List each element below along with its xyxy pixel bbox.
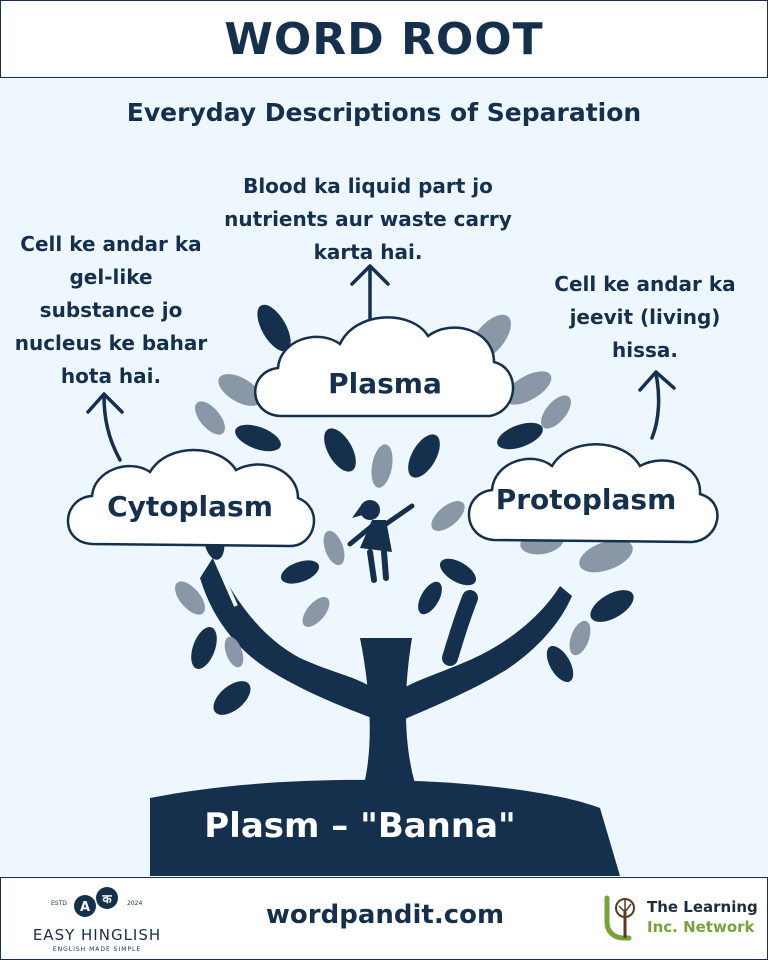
cloud-cytoplasm-label: Cytoplasm — [107, 490, 273, 523]
leaf — [257, 304, 291, 352]
leaf — [213, 681, 251, 715]
leaf — [302, 597, 330, 627]
page-title: WORD ROOT — [224, 13, 544, 65]
leaf — [195, 401, 225, 435]
leaf — [218, 374, 262, 406]
tree-logo-icon — [604, 895, 635, 941]
leaf — [235, 424, 281, 452]
description-protoplasm: Cell ke andar ka jeevit (living) hissa. — [540, 268, 750, 367]
arrows — [86, 264, 676, 462]
arrow-cytoplasm — [86, 392, 124, 462]
cloud-plasma — [254, 316, 515, 418]
learning-inc-logo: The Learning Inc. Network — [601, 892, 761, 948]
description-line: gel-like — [69, 265, 153, 289]
description-line: nucleus ke bahar — [14, 331, 208, 355]
estd-label: ESTD — [51, 900, 67, 907]
description-plasma: Blood ka liquid part jo nutrients aur wa… — [188, 170, 548, 269]
root-label: Plasm – "Banna" — [204, 806, 516, 846]
right-hand — [398, 586, 572, 722]
left-hand — [200, 556, 372, 718]
description-cytoplasm: Cell ke andar ka gel-like substance jo n… — [6, 228, 216, 393]
leaf — [408, 434, 440, 478]
brand-name: EASY HINGLISH — [32, 926, 162, 944]
tree-trunk — [360, 638, 420, 798]
leaf — [175, 581, 205, 615]
cloud-plasma-label: Plasma — [328, 367, 442, 400]
description-line: jeevit (living) — [569, 305, 721, 329]
leaf — [280, 560, 320, 584]
leaf — [504, 371, 552, 405]
diagram-canvas: Everyday Descriptions of Separation — [0, 78, 768, 876]
easy-hinglish-logo: A क ESTD 2024 EASY HINGLISH ENGLISH MADE… — [27, 884, 167, 954]
description-line: Cell ke andar ka — [554, 272, 736, 296]
leaf — [323, 530, 345, 566]
leaf — [371, 444, 393, 488]
leaf — [224, 636, 244, 668]
leaf — [590, 590, 634, 622]
header: WORD ROOT — [0, 0, 768, 78]
description-line: karta hai. — [313, 240, 423, 264]
cloud-protoplasm-label: Protoplasm — [496, 483, 677, 516]
speech-bubbles-icon: A क — [74, 887, 118, 917]
badge-a-text: A — [80, 900, 90, 915]
leaf — [439, 558, 477, 586]
leaf — [191, 626, 217, 670]
leaf — [546, 645, 574, 683]
arrow-plasma — [350, 264, 390, 320]
description-line: nutrients aur waste carry — [224, 207, 512, 231]
brand-line-1: The Learning — [647, 898, 758, 916]
tree-illustration: Plasma Cytoplasm Protoplasm — [66, 264, 719, 876]
ground-mound — [150, 779, 620, 876]
arrow-protoplasm — [638, 370, 676, 440]
brand-tagline: ENGLISH MADE SIMPLE — [52, 946, 142, 953]
estd-year: 2024 — [127, 900, 143, 907]
leaf — [324, 428, 356, 472]
description-line: Cell ke andar ka — [20, 232, 202, 256]
brand-line-2: Inc. Network — [647, 918, 755, 936]
badge-k-text: क — [101, 892, 112, 906]
cloud-cytoplasm — [66, 448, 316, 548]
child-figure — [347, 500, 415, 583]
leaf — [541, 395, 571, 429]
description-line: hissa. — [612, 338, 678, 362]
description-line: substance jo — [39, 298, 183, 322]
leaf — [579, 539, 633, 573]
subtitle: Everyday Descriptions of Separation — [126, 98, 642, 127]
website-link[interactable]: wordpandit.com — [265, 900, 505, 930]
footer: A क ESTD 2024 EASY HINGLISH ENGLISH MADE… — [0, 877, 768, 960]
leaf — [418, 581, 442, 615]
leaf — [431, 501, 465, 531]
leaf — [569, 620, 591, 656]
description-line: hota hai. — [60, 364, 162, 388]
cloud-protoplasm — [467, 443, 719, 544]
leaf — [497, 422, 543, 450]
description-line: Blood ka liquid part jo — [243, 174, 493, 198]
